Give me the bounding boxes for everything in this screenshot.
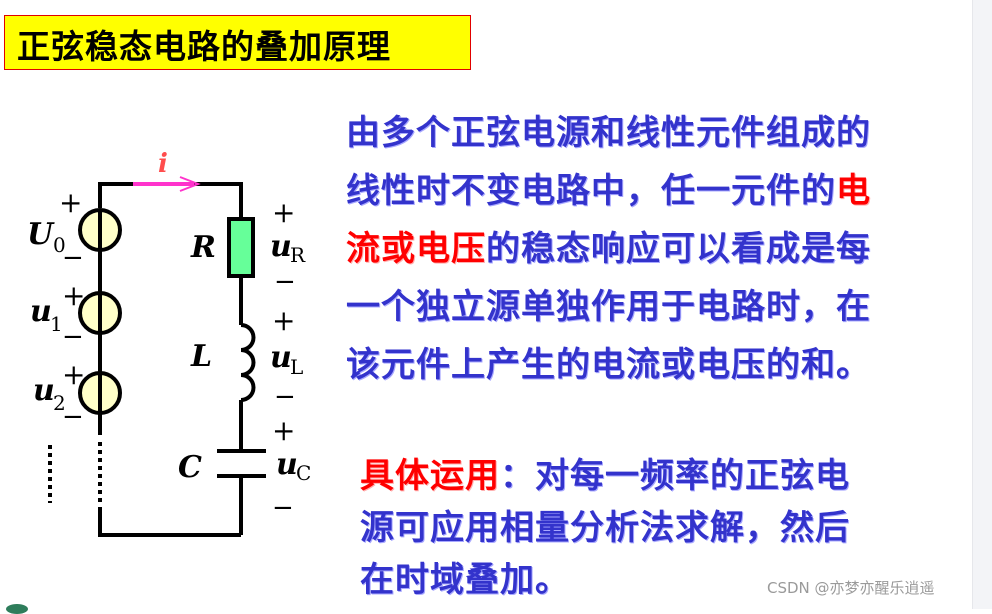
scrollbar-track[interactable]: [972, 0, 992, 609]
u2-label: u: [33, 373, 55, 408]
app-line-2: 源可应用相量分析法求解，然后: [360, 508, 850, 548]
ul-label: u: [270, 340, 292, 375]
u1-subscript: 1: [50, 312, 63, 336]
def-line-4: 一个独立源单独作用于电路时，在: [346, 287, 871, 327]
def-line-5: 该元件上产生的电流或电压的和。: [346, 345, 871, 385]
inductor-icon: [240, 323, 256, 402]
def-line-3: 流或电压的稳态响应可以看成是每: [346, 229, 871, 269]
csdn-watermark: CSDN @亦梦亦醒乐逍遥: [767, 579, 935, 597]
slide-title-box: 正弦稳态电路的叠加原理: [4, 15, 471, 70]
u0-minus: −: [62, 243, 84, 273]
capacitor-icon: [217, 449, 266, 478]
app-line-3: 在时域叠加。: [360, 560, 570, 600]
u0-subscript: 0: [53, 233, 66, 257]
ul-subscript: L: [290, 355, 303, 379]
u2-plus: +: [62, 358, 85, 391]
emphasis-text: 流或电压: [346, 229, 486, 269]
u2-minus: −: [62, 402, 84, 432]
def-line-1: 由多个正弦电源和线性元件组成的: [346, 113, 871, 153]
ur-label: u: [270, 229, 292, 264]
uc-label: u: [276, 447, 298, 482]
ur-minus: −: [274, 267, 296, 297]
corner-icon: [6, 604, 28, 614]
current-label: i: [158, 149, 168, 179]
emphasis-text: 电: [836, 171, 871, 211]
u1-minus: −: [62, 322, 84, 352]
voltage-source-u2: [78, 371, 122, 415]
u0-plus: +: [59, 186, 82, 219]
current-arrow-icon: [133, 176, 201, 192]
voltage-source-u0: [78, 208, 122, 252]
app-line-1: 具体运用：对每一频率的正弦电: [360, 456, 850, 496]
uc-minus: −: [272, 493, 294, 523]
voltage-source-u1: [78, 291, 122, 335]
emphasis-text: 具体运用: [360, 456, 500, 496]
slide-title: 正弦稳态电路的叠加原理: [17, 27, 391, 66]
superposition-definition: 由多个正弦电源和线性元件组成的 线性时不变电路中，任一元件的电 流或电压的稳态响…: [346, 104, 871, 394]
ul-plus: +: [272, 304, 295, 337]
capacitor-label: C: [178, 450, 202, 485]
u2-subscript: 2: [53, 391, 66, 415]
ul-minus: −: [274, 382, 296, 412]
wires: [98, 182, 243, 537]
u1-plus: +: [62, 279, 85, 312]
circuit-diagram: i + U 0 − + u 1 − + u 2 − R L C: [27, 149, 311, 537]
resistor-icon: [227, 217, 255, 278]
u1-label: u: [30, 294, 52, 329]
ur-plus: +: [272, 196, 295, 229]
application-note: 具体运用：对每一频率的正弦电 源可应用相量分析法求解，然后 在时域叠加。: [360, 450, 850, 606]
resistor-label: R: [190, 230, 216, 265]
inductor-label: L: [190, 339, 212, 374]
ur-subscript: R: [290, 243, 306, 267]
def-line-2: 线性时不变电路中，任一元件的电: [346, 171, 871, 211]
u0-label: U: [27, 217, 55, 252]
uc-subscript: C: [296, 461, 311, 485]
uc-plus: +: [272, 414, 295, 447]
